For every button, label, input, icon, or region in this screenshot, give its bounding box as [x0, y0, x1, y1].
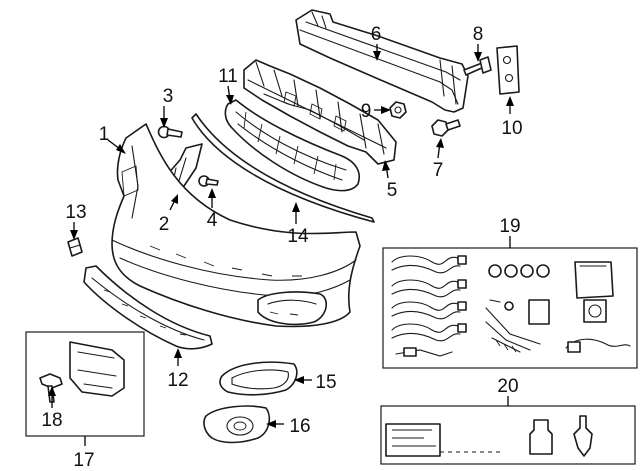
callout-4: 4	[207, 210, 218, 231]
part-15-fog-lamp-bezel	[219, 361, 298, 396]
callout-17: 17	[73, 450, 94, 471]
callout-18: 18	[41, 410, 62, 431]
part-9-nut	[389, 101, 407, 119]
callout-labels: 1 2 3 4 5 6 7 8 9 10 11 12 13 14 15 16 1…	[41, 24, 522, 471]
part-16-fog-lamp	[203, 405, 271, 444]
callout-8: 8	[473, 24, 484, 45]
callout-16: 16	[289, 416, 310, 437]
part-6-reinforcement-beam	[295, 9, 469, 113]
part-10-mounting-plate	[496, 45, 520, 95]
callout-19: 19	[499, 216, 520, 237]
callout-9: 9	[361, 101, 372, 122]
callout-1: 1	[99, 124, 110, 145]
box-20-install-kit	[380, 396, 636, 465]
part-14-molding-strip	[191, 113, 375, 223]
callout-14: 14	[287, 226, 309, 247]
callout-20: 20	[497, 376, 518, 397]
callout-12: 12	[167, 370, 188, 391]
callout-5: 5	[387, 180, 398, 201]
callout-10: 10	[501, 118, 522, 139]
callout-6: 6	[371, 24, 382, 45]
box-17-license-bracket-kit	[25, 331, 145, 446]
part-8-stud	[463, 56, 492, 76]
callout-3: 3	[163, 86, 174, 107]
callout-13: 13	[65, 202, 86, 223]
callout-15: 15	[315, 372, 336, 393]
callout-2: 2	[159, 214, 170, 235]
part-11-grille	[224, 99, 360, 192]
part-7-bolt	[431, 119, 461, 137]
part-12-lower-valance	[83, 265, 213, 350]
leader-lines	[48, 44, 514, 428]
callout-11: 11	[218, 66, 238, 87]
callout-7: 7	[433, 160, 444, 181]
part-1-bumper-cover	[111, 123, 361, 328]
part-13-clip	[67, 237, 83, 257]
part-4-screw	[198, 175, 219, 187]
part-5-11-energy-absorber	[243, 59, 397, 165]
part-3-bolt	[157, 125, 183, 139]
box-19-sensor-harness-kit	[382, 236, 638, 369]
